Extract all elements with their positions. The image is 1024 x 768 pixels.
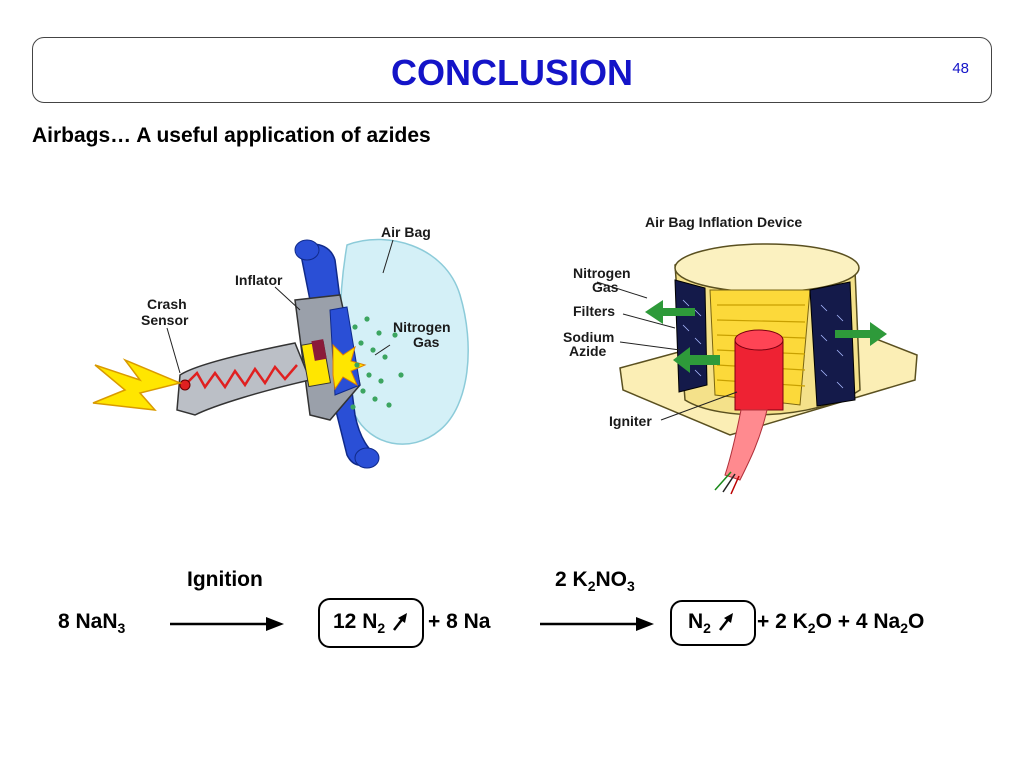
product-box-n2-final (670, 600, 756, 646)
filter-panel-left (674, 279, 708, 393)
product-oxides: + 2 K2O + 4 Na2O (757, 610, 925, 637)
label-sensor: Sensor (141, 312, 189, 328)
label-gas: Gas (592, 279, 619, 295)
label-nitrogen: Nitrogen (573, 265, 631, 281)
label-nitrogen: Nitrogen (393, 319, 451, 335)
title-box: CONCLUSION 48 (32, 37, 992, 103)
label-air-bag: Air Bag (381, 224, 431, 240)
label-filters: Filters (573, 303, 615, 319)
gas-evolved-arrow-icon (393, 613, 407, 631)
condition-k2no3: 2 K2NO3 (555, 568, 635, 595)
product-n2: 12 N2 (333, 610, 409, 636)
label-igniter: Igniter (609, 413, 652, 429)
crash-sensor-pipe (176, 342, 312, 416)
gas-evolved-arrow-icon (718, 613, 733, 631)
label-crash: Crash (147, 296, 187, 312)
label-sodium: Sodium (563, 329, 614, 345)
product-box-n2 (318, 598, 424, 648)
igniter-tube (724, 409, 768, 481)
reaction-arrow-1 (170, 617, 284, 631)
crash-flame (92, 358, 183, 411)
condition-ignition: Ignition (187, 568, 263, 591)
nitrogen-gas-dots (350, 316, 404, 410)
page-number: 48 (952, 60, 969, 77)
product-na: + 8 Na (428, 610, 491, 633)
gas-flow-arrows (645, 300, 887, 373)
burst (332, 343, 367, 391)
label-gas: Gas (413, 334, 440, 350)
device-title: Air Bag Inflation Device (645, 214, 802, 230)
airbag-illustration: Air Bag Inflator Crash Sensor Nitrogen G… (92, 224, 469, 469)
label-inflator: Inflator (235, 272, 283, 288)
reactant: 8 NaN3 (58, 610, 126, 637)
product-n2-final: N2 (688, 610, 735, 636)
ignition-wire (184, 364, 298, 390)
label-azide: Azide (569, 343, 607, 359)
slide-title: CONCLUSION (391, 52, 633, 93)
inflation-device-illustration: Air Bag Inflation Device (563, 214, 918, 495)
reaction-arrow-2 (540, 617, 654, 631)
slide-subtitle: Airbags… A useful application of azides (32, 124, 431, 147)
filter-panel-right (809, 281, 856, 407)
